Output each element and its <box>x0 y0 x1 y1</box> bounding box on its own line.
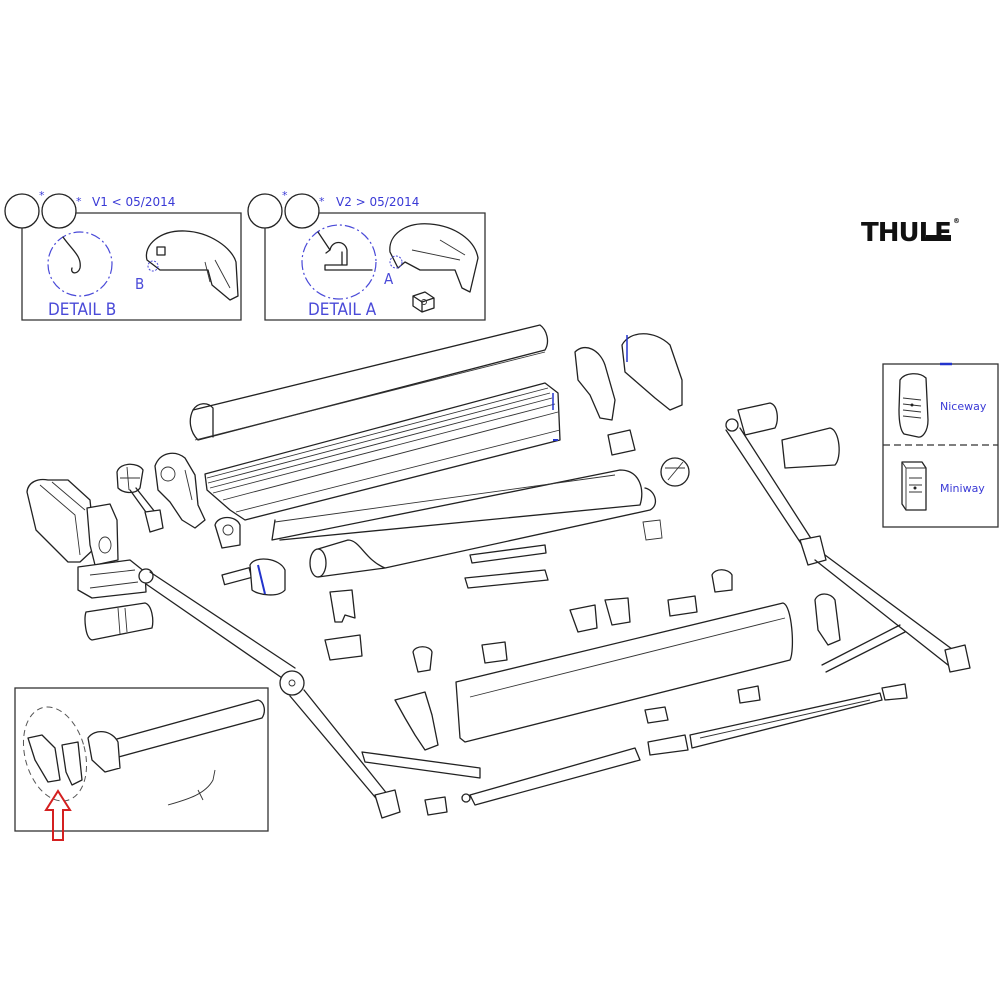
callout-letter: B <box>135 275 144 293</box>
end-cap-detail <box>411 239 466 261</box>
end-cap-part-v2 <box>389 223 479 293</box>
telescopic-rails <box>461 692 883 806</box>
variant-label: V2 > 05/2014 <box>336 195 419 209</box>
right-end-caps <box>574 333 690 541</box>
callout-circle <box>147 260 159 272</box>
detail-circle <box>47 231 113 297</box>
bracket-part <box>214 516 241 549</box>
variant-circle-icon <box>4 193 40 229</box>
asterisk-marker: * <box>76 195 82 208</box>
roller-tube <box>309 487 657 578</box>
drive-gear-part <box>116 463 164 533</box>
left-arm-assembly <box>77 559 401 819</box>
remote-label-niceway: Niceway <box>940 400 987 413</box>
left-arm-cover <box>84 602 154 641</box>
rail-clip <box>481 641 508 664</box>
motor-inset-panel <box>14 687 269 841</box>
detail-a-label: DETAIL A <box>308 300 377 320</box>
clip-bracket <box>324 634 363 661</box>
right-arm-assembly <box>725 402 971 673</box>
cable-wires <box>167 769 216 806</box>
slider-rail-parts <box>464 544 549 589</box>
detail-b-profile <box>62 236 81 274</box>
logo-subbar <box>926 235 951 241</box>
thule-logo: THULE ® <box>861 217 960 248</box>
blue-tick <box>257 564 266 595</box>
detail-circle <box>301 224 377 300</box>
clip-part <box>644 706 669 724</box>
small-block-part <box>412 291 435 313</box>
variant-circle-icon <box>41 193 77 229</box>
end-cap-hole <box>156 246 166 256</box>
fabric-profile <box>271 469 643 541</box>
motor-inset-frame <box>14 687 269 832</box>
highlight-ellipse <box>22 706 88 802</box>
detail-b-label: DETAIL B <box>48 300 116 320</box>
clip-part <box>737 685 761 704</box>
niceway-remote-icon <box>898 373 929 438</box>
left-cover-part <box>26 478 119 566</box>
clip-part <box>604 597 631 626</box>
variant-label: V1 < 05/2014 <box>92 195 175 209</box>
front-lead-bar <box>455 602 794 743</box>
highlight-up-arrow-icon <box>44 789 72 841</box>
block-hole <box>421 299 427 305</box>
clip-part <box>667 595 698 617</box>
motor-bracket-part <box>61 741 83 786</box>
callout-circle <box>389 255 403 269</box>
clip-part <box>569 604 598 633</box>
asterisk-marker: * <box>282 189 288 202</box>
variant-box-frame <box>264 212 486 321</box>
motor-bracket-part <box>27 734 61 783</box>
left-end-plate <box>154 452 206 529</box>
brand-logo-text: THULE <box>861 218 951 248</box>
variant-box-frame <box>21 212 242 321</box>
front-cover-profile <box>189 324 549 441</box>
clip-part <box>881 683 908 701</box>
support-strut <box>361 751 481 779</box>
motor-shaft-part <box>221 558 286 596</box>
asterisk-marker: * <box>319 195 325 208</box>
variant-v1-panel: * * V1 < 05/2014 DETAIL B B <box>4 189 242 321</box>
asterisk-marker: * <box>39 189 45 202</box>
lead-bar-end-cover <box>394 691 439 751</box>
cassette-profile <box>204 382 561 521</box>
clip-part <box>424 796 448 816</box>
remote-controls-panel: Niceway Miniway <box>882 362 999 528</box>
variant-circle-icon <box>247 193 283 229</box>
end-cap-part <box>145 230 239 301</box>
remote-label-miniway: Miniway <box>940 482 985 495</box>
endcap-clip <box>412 646 433 673</box>
clip-plate <box>329 589 356 623</box>
motor-head <box>87 731 121 773</box>
variant-circle-icon <box>284 193 320 229</box>
detail-a-profile <box>317 231 373 271</box>
registered-mark: ® <box>953 217 960 225</box>
end-cap-detail <box>204 259 231 289</box>
clip-part <box>711 569 733 593</box>
motor-tube <box>94 699 265 763</box>
callout-letter: A <box>384 270 394 288</box>
miniway-remote-icon <box>901 461 927 511</box>
variant-v2-panel: * * V2 > 05/2014 DETAIL A A <box>247 189 486 321</box>
